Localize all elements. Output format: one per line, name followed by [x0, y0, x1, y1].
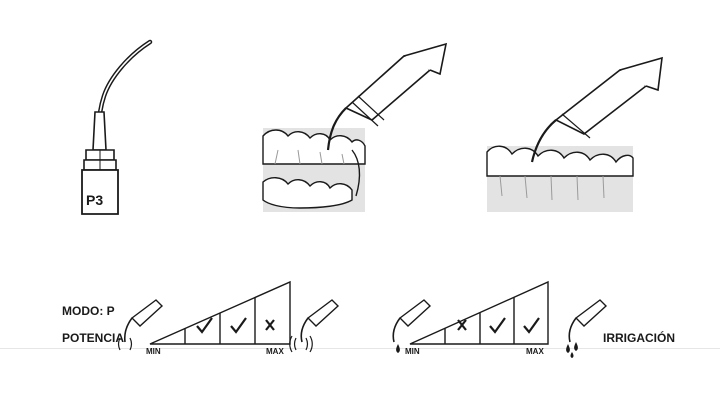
- water-drop-icon: [396, 344, 400, 353]
- water-drop-icon: [566, 344, 570, 353]
- power-label: POTENCIA: [62, 331, 125, 345]
- mode-label: MODO: P: [62, 304, 115, 318]
- handpiece-min-icon: [392, 299, 432, 353]
- check-icon: [230, 317, 247, 334]
- check-icon: [523, 317, 540, 334]
- cross-icon: [265, 319, 275, 331]
- check-icon: [489, 317, 506, 334]
- power-min-label: MIN: [146, 347, 161, 356]
- handpiece-max-icon: [289, 299, 340, 353]
- irrigation-label: IRRIGACIÓN: [603, 331, 675, 345]
- power-max-label: MAX: [266, 347, 284, 356]
- water-drop-icon: [574, 342, 578, 351]
- tip-label: P3: [86, 192, 104, 208]
- cross-icon: [457, 319, 467, 331]
- handpiece-min-icon: [117, 299, 164, 351]
- irrigation-max-label: MAX: [526, 347, 544, 356]
- water-drop-icon: [570, 352, 574, 358]
- check-icon: [196, 317, 213, 334]
- handpiece-max-icon: [566, 299, 608, 358]
- divider-line: [0, 348, 720, 349]
- irrigation-min-label: MIN: [405, 347, 420, 356]
